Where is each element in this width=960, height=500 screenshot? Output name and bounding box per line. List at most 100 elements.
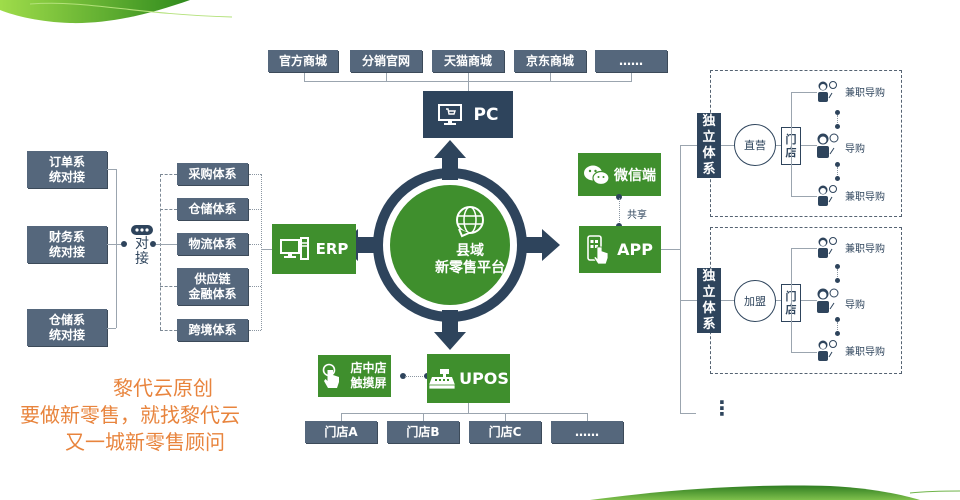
slogan-line2: 要做新零售，就找黎代云 [20, 403, 240, 427]
app-label: APP [617, 240, 653, 259]
type-to-store-link [776, 300, 782, 301]
platform-hub[interactable]: 县域 新零售平台 [410, 205, 530, 295]
staff-label: 兼职导购 [845, 88, 885, 99]
erp-systems-dashed-link [160, 286, 177, 287]
more-branches-indicator: ⋮ [712, 396, 732, 420]
left-system-finance[interactable]: 财务系统对接 [27, 226, 107, 263]
touchscreen-node[interactable]: 店中店 触摸屏 [318, 355, 391, 397]
channel-connector-tick [386, 73, 387, 81]
touch-hand-icon [323, 363, 340, 388]
staff-dot [835, 124, 840, 129]
share-dotted-link [619, 198, 620, 226]
channel-connector-tick [550, 73, 551, 81]
staff-label: 兼职导购 [845, 244, 885, 255]
staff-label: 兼职导购 [845, 347, 885, 358]
touchscreen-label-line2: 触摸屏 [350, 376, 387, 390]
erp-system-logistics[interactable]: 物流体系 [177, 233, 248, 255]
upos-node[interactable]: UPOS [427, 354, 510, 403]
store-staff-spine [791, 92, 792, 196]
erp-systems-solid-link [160, 244, 177, 245]
wechat-label: 微信端 [614, 167, 656, 184]
channel-tmall[interactable]: 天猫商城 [432, 50, 504, 72]
app-branch-link [680, 300, 697, 301]
upos-stores-tick [505, 413, 506, 421]
left-system-order[interactable]: 订单系统对接 [27, 151, 107, 188]
channel-more[interactable]: …… [595, 50, 667, 72]
staff-dot [835, 162, 840, 167]
staff-dot [835, 110, 840, 115]
staff-dot [835, 317, 840, 322]
store-c[interactable]: 门店C [469, 421, 541, 443]
wechat-node[interactable]: 微信端 [578, 153, 661, 196]
upos-label: UPOS [459, 369, 509, 388]
cash-register-icon [428, 368, 456, 389]
shopping-guide-icon [818, 237, 837, 258]
connector-label-line1: 对 [135, 236, 149, 252]
left-system-warehouse[interactable]: 仓储系统对接 [27, 309, 107, 346]
erp-systems-dashed-link [160, 330, 177, 331]
staff-label: 导购 [845, 300, 865, 311]
independent-system-title: 独立体系 [697, 113, 721, 178]
erp-systems-dotted-link [249, 286, 261, 287]
store-staff-spine [791, 248, 792, 352]
erp-system-supply-finance[interactable]: 供应链 金融体系 [177, 268, 248, 305]
hub-title-line2: 新零售平台 [435, 260, 505, 276]
app-node[interactable]: APP [579, 226, 661, 273]
store-more[interactable]: …… [551, 421, 623, 443]
left-systems-link [107, 328, 116, 329]
grass-decoration-bottom [590, 485, 960, 500]
erp-systems-dashed-bracket [160, 174, 161, 330]
erp-system-procurement[interactable]: 采购体系 [177, 163, 248, 185]
channel-official-mall[interactable]: 官方商城 [268, 50, 338, 72]
upos-stores-link [468, 403, 469, 413]
system-to-type-link [721, 300, 735, 301]
share-dot-top [616, 194, 622, 200]
staff-dotted-link [837, 115, 838, 125]
upos-stores-tick [341, 413, 342, 421]
pc-label: PC [473, 104, 499, 125]
store-staff-link [801, 300, 817, 301]
connector-to-erp-systems-link [156, 244, 160, 245]
franchise-node[interactable]: 加盟 [734, 280, 776, 322]
erp-systems-dotted-spine [261, 174, 262, 330]
channel-jd[interactable]: 京东商城 [514, 50, 586, 72]
touchscreen-label-line1: 店中店 [350, 361, 387, 375]
erp-systems-dashed-link [160, 174, 177, 175]
monitor-cart-icon [437, 103, 462, 125]
store-b[interactable]: 门店B [387, 421, 459, 443]
share-label: 共享 [627, 210, 647, 221]
staff-dot [835, 331, 840, 336]
phone-touch-icon [587, 234, 609, 264]
store-staff-link [791, 352, 817, 353]
type-to-store-link [776, 145, 782, 146]
staff-dot [835, 264, 840, 269]
erp-system-warehouse[interactable]: 仓储体系 [177, 198, 248, 220]
direct-operation-node[interactable]: 直营 [734, 124, 776, 166]
hub-arrows [340, 140, 560, 350]
channel-distribution-site[interactable]: 分销官网 [350, 50, 422, 72]
shopping-guide-icon [817, 133, 839, 158]
channel-connector-tick [631, 73, 632, 81]
staff-dotted-link [837, 322, 838, 332]
staff-label: 导购 [845, 144, 865, 155]
store-a[interactable]: 门店A [305, 421, 377, 443]
connector-dot-right [150, 241, 156, 247]
erp-node[interactable]: ERP [272, 224, 356, 274]
erp-systems-to-erp-link [261, 249, 272, 250]
upos-stores-tick [587, 413, 588, 421]
shopping-guide-icon [818, 185, 837, 206]
erp-systems-dotted-link [249, 330, 261, 331]
leaf-decoration-top [0, 0, 233, 24]
store-staff-link [791, 248, 817, 249]
system-to-type-link [721, 145, 735, 146]
slogan-line3: 又一城新零售顾问 [65, 430, 225, 454]
upos-stores-tick [423, 413, 424, 421]
hub-title-line1: 县域 [456, 243, 484, 259]
staff-dotted-link [837, 269, 838, 279]
store-staff-link [791, 92, 817, 93]
pc-node[interactable]: PC [423, 91, 513, 138]
app-branch-spine [680, 145, 681, 413]
erp-system-crossborder[interactable]: 跨境体系 [177, 319, 248, 341]
staff-label: 兼职导购 [845, 192, 885, 203]
connector-node: 对 接 [128, 225, 156, 275]
